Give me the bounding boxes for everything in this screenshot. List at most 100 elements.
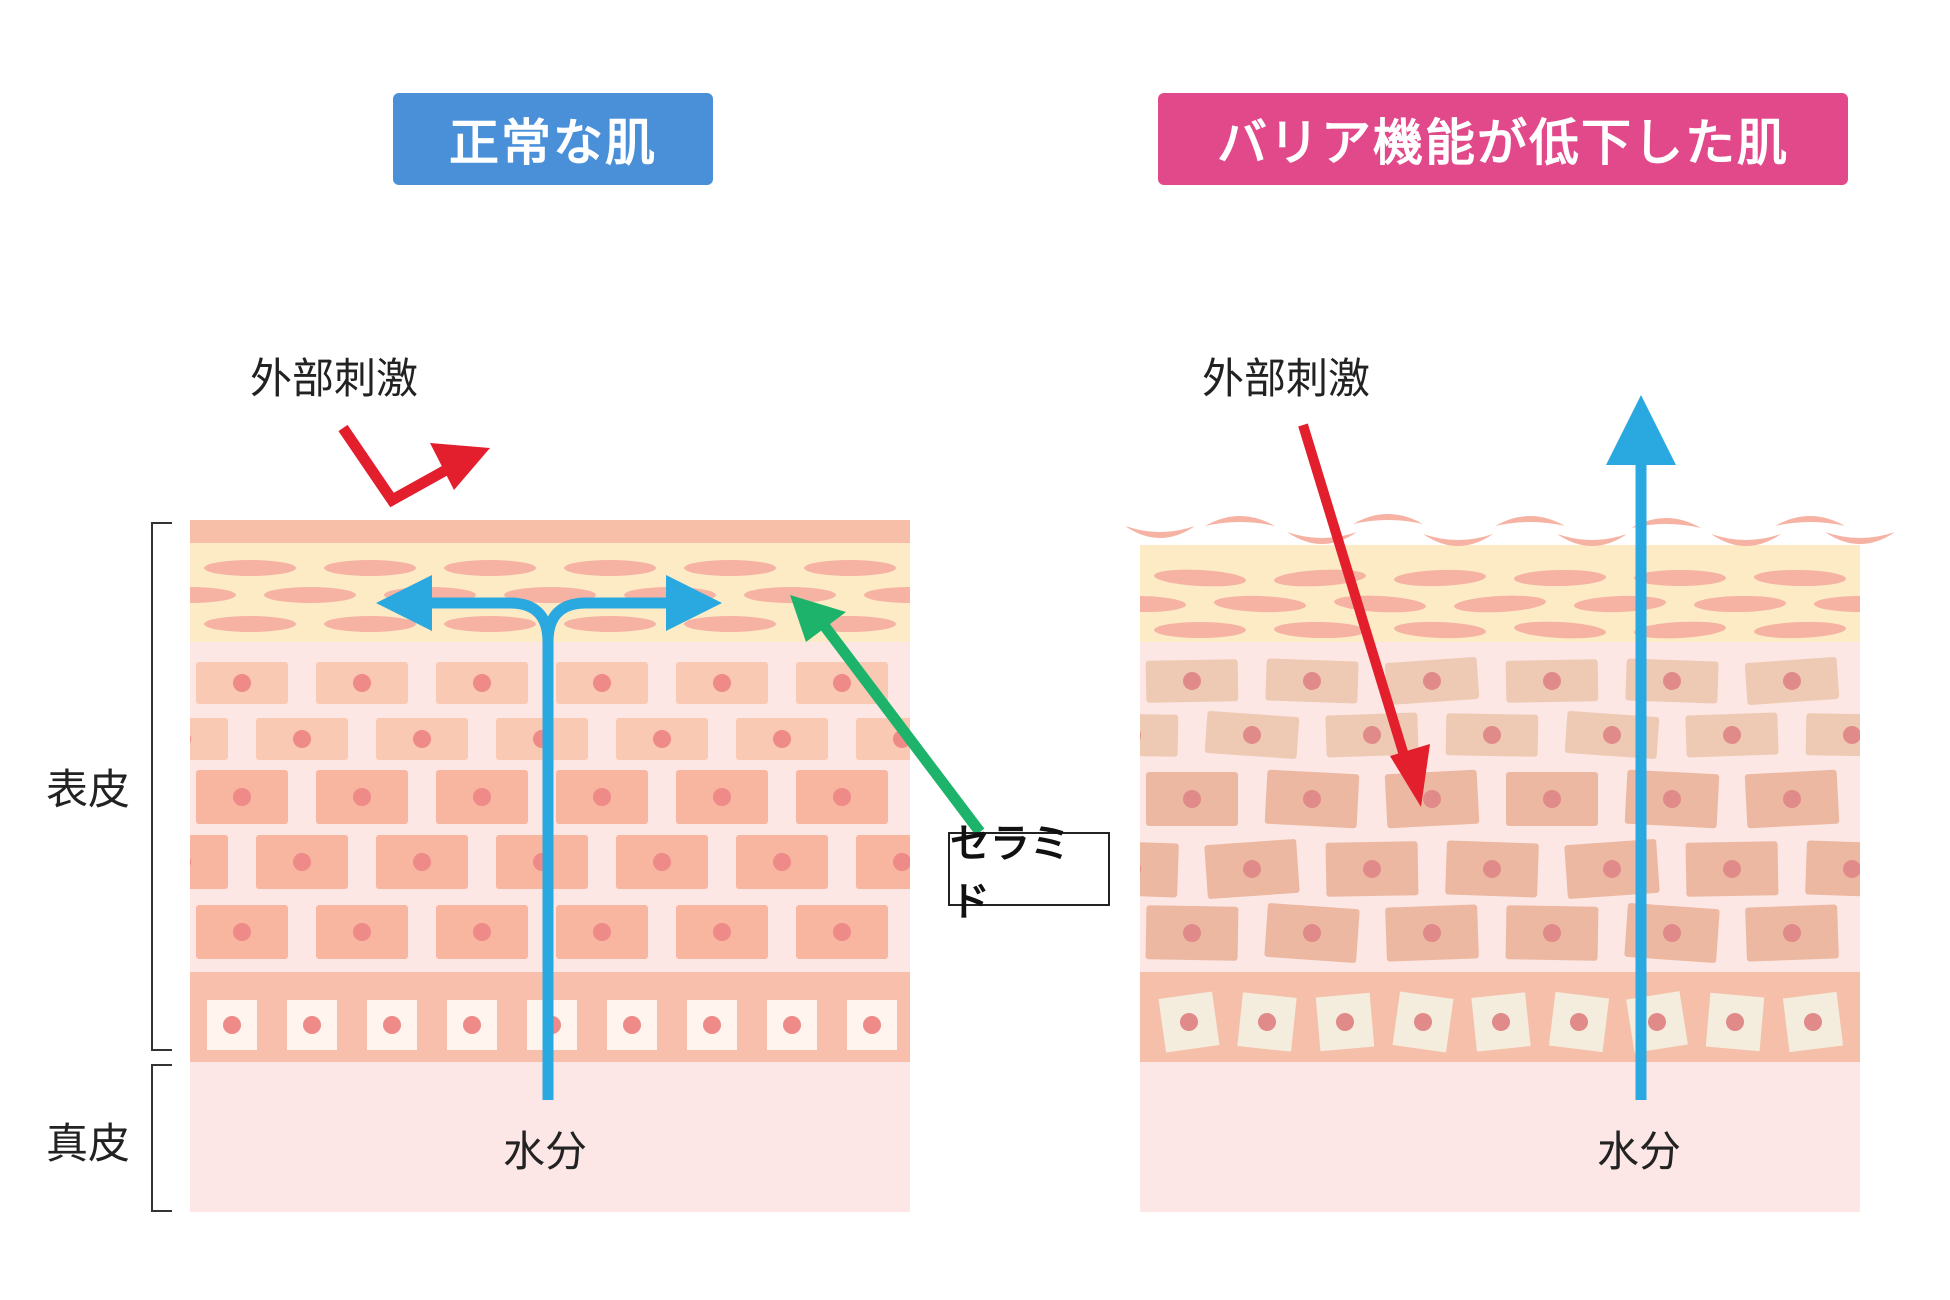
cell-nucleus [1543, 672, 1561, 690]
cell-nucleus [1303, 924, 1321, 942]
skin-cell [1624, 903, 1720, 963]
skin-cell [1445, 713, 1539, 757]
cell-nucleus [623, 1016, 641, 1034]
cell-nucleus [1903, 924, 1921, 942]
dermis-label: 真皮 [46, 1119, 131, 1168]
skin-cell [1384, 657, 1480, 705]
stratum-corneum [1140, 545, 1860, 642]
cell-nucleus [1183, 672, 1201, 690]
cell-nucleus [190, 734, 191, 744]
skin-cell [1265, 658, 1359, 704]
cell-nucleus [233, 674, 251, 692]
cell-nucleus [1663, 790, 1681, 808]
corneum-flake [204, 560, 296, 576]
corneum-flake [444, 616, 536, 632]
basal-cell [1392, 991, 1454, 1053]
cell-nucleus [1363, 860, 1381, 878]
cell-nucleus [1483, 860, 1501, 878]
skin-cell [1505, 659, 1599, 703]
skin-cell [1685, 712, 1779, 758]
basal-cell [1782, 991, 1844, 1053]
cell-nucleus [1423, 790, 1441, 808]
corneum-flake [264, 587, 356, 603]
corneum-flake [564, 616, 656, 632]
peeling-flake [1205, 516, 1275, 526]
cell-nucleus [293, 730, 311, 748]
skin-cell [1145, 659, 1239, 703]
cell-nucleus [1483, 726, 1501, 744]
cell-nucleus [1140, 860, 1141, 878]
cell-nucleus [473, 788, 491, 806]
corneum-flake [924, 616, 1016, 632]
peeling-flake [1711, 534, 1781, 546]
water-arrow-right [1606, 395, 1676, 1100]
skin-cell [1505, 905, 1599, 961]
cell-nucleus [833, 674, 851, 692]
skin-cell [1625, 658, 1719, 704]
cell-nucleus [353, 674, 371, 692]
skin-cell [1264, 769, 1360, 829]
stimulus-arrow-left [338, 424, 490, 508]
basal-cell [1315, 992, 1375, 1052]
cell-nucleus [1414, 1013, 1432, 1031]
corneum-flake [684, 616, 776, 632]
corneum-flake [1514, 621, 1606, 639]
corneum-flake [1454, 595, 1546, 613]
skin-cell [190, 835, 228, 889]
corneum-flake [444, 560, 536, 576]
cell-nucleus [1570, 1013, 1588, 1031]
cell-nucleus [1423, 924, 1441, 942]
cell-nucleus [1603, 726, 1621, 744]
cell-nucleus [863, 1016, 881, 1034]
cell-nucleus [113, 923, 131, 941]
epidermis-label: 表皮 [46, 765, 131, 814]
skin-cell [1025, 657, 1120, 705]
cell-nucleus [1258, 1013, 1276, 1031]
epidermis-bracket [151, 522, 172, 1051]
peeling-flake [1825, 532, 1895, 544]
skin-surface [190, 520, 910, 543]
peeling-flake [1423, 534, 1493, 546]
skin-cell [1624, 769, 1720, 829]
cell-nucleus [463, 1016, 481, 1034]
basal-cell [1158, 991, 1220, 1053]
cell-nucleus [1183, 790, 1201, 808]
corneum-flake [924, 560, 1016, 576]
basal-cell [1548, 991, 1610, 1053]
corneum-flake [1154, 622, 1246, 638]
cell-nucleus [593, 923, 611, 941]
cell-nucleus [1492, 1013, 1510, 1031]
corneum-flake [1634, 621, 1726, 639]
cell-nucleus [223, 1016, 241, 1034]
cell-nucleus [413, 853, 431, 871]
cell-nucleus [1903, 790, 1921, 808]
skin-cell [76, 662, 168, 704]
cell-nucleus [893, 853, 910, 871]
cell-nucleus [1663, 672, 1681, 690]
peeling-flake [1495, 516, 1565, 526]
cell-nucleus [293, 853, 311, 871]
cell-nucleus [1804, 1013, 1822, 1031]
skin-cell [1384, 769, 1480, 829]
cell-nucleus [1243, 860, 1261, 878]
skin-cell [1145, 905, 1239, 961]
corneum-flake [1394, 621, 1486, 639]
skin-cell [916, 662, 1008, 704]
peeling-flake [1125, 526, 1195, 538]
skin-cell [1325, 841, 1419, 897]
cell-nucleus [190, 857, 191, 867]
cell-nucleus [303, 1016, 321, 1034]
cell-nucleus [1903, 672, 1921, 690]
skin-cell [1866, 772, 1950, 826]
skin-cell [1805, 840, 1860, 898]
cell-nucleus [1303, 790, 1321, 808]
cell-nucleus [1423, 672, 1441, 690]
cell-nucleus [233, 788, 251, 806]
corneum-flake [1214, 595, 1306, 613]
peeling-flake [1557, 534, 1627, 546]
skin-cell [1745, 904, 1839, 962]
basal-cell [1626, 991, 1688, 1053]
peeling-flake [1775, 516, 1845, 526]
ceramide-arrow [790, 595, 985, 836]
skin-cell [1264, 903, 1360, 963]
